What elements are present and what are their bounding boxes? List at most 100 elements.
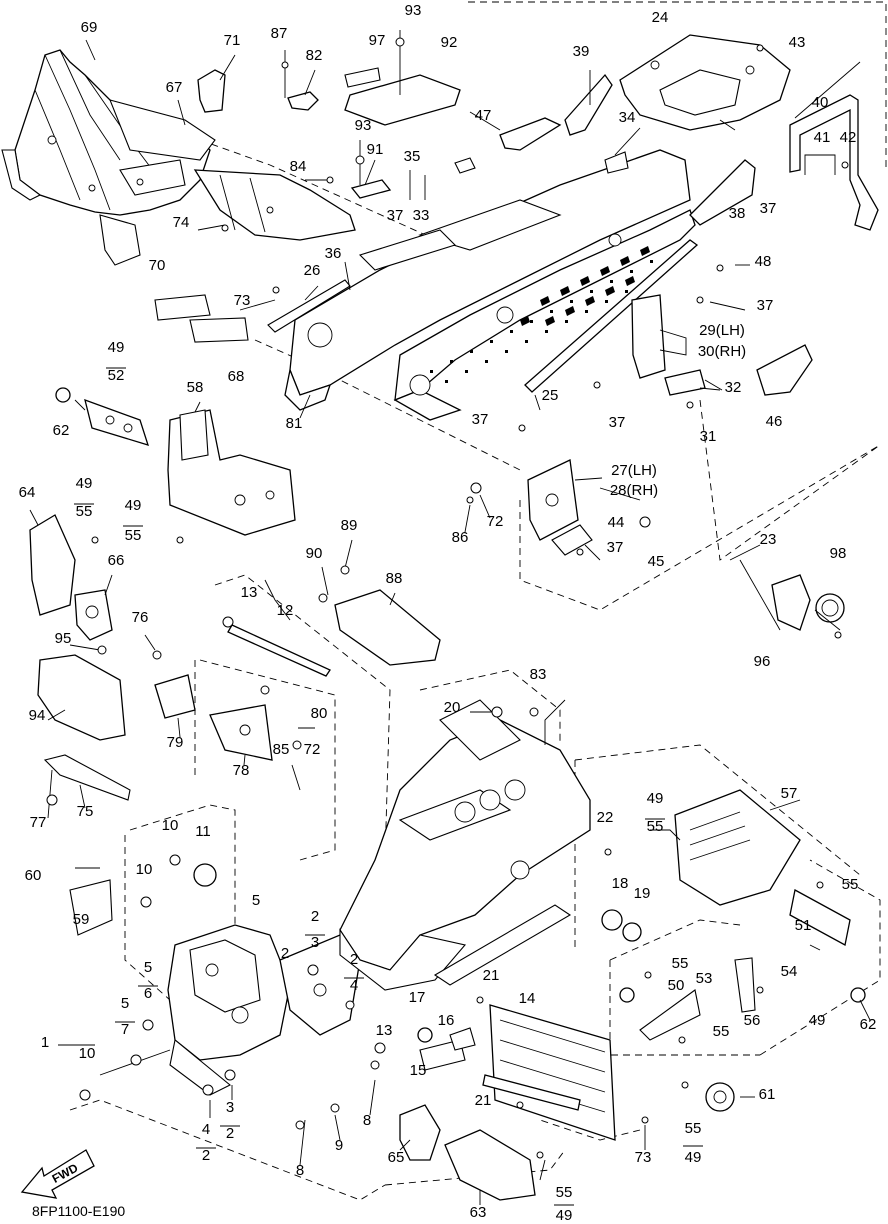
bracket-59 [69,879,113,936]
seal-18 [601,909,623,931]
callout-c46: 46 [766,413,783,430]
callout-c19: 19 [634,885,651,902]
callout-c86: 86 [452,529,469,546]
callout-c55h: 55 [713,1023,730,1040]
nut-50 [619,987,635,1003]
plate-97 [344,67,381,88]
callout-c5c: 5 [121,995,129,1012]
leader-lines [29,39,871,1205]
callout-c63: 63 [470,1204,487,1221]
callout-c73a: 73 [234,292,251,309]
callout-c3a: 3 [226,1099,234,1116]
callout-c55b: 55 [125,527,142,544]
callout-c68: 68 [228,368,245,385]
callout-c93b: 93 [355,117,372,134]
rear-bumper-24 [619,34,791,131]
bracket-29-30 [631,294,666,379]
bracket-34 [604,151,629,174]
callout-c49c: 49 [125,497,142,514]
callout-c55f: 55 [842,876,859,893]
bracket-82 [287,91,319,111]
callout-c94: 94 [29,707,46,724]
callout-c31: 31 [700,428,717,445]
callout-c97: 97 [369,32,386,49]
callout-c8b: 8 [363,1112,371,1129]
plate-88 [334,589,441,666]
callout-c62b: 62 [860,1016,877,1033]
callout-c59: 59 [73,911,90,928]
callout-c95: 95 [55,630,72,647]
callout-c49d: 49 [647,790,664,807]
bushing-17 [417,1027,433,1043]
callout-c83: 83 [530,666,547,683]
fasteners [46,37,849,1159]
callout-c62a: 62 [53,422,70,439]
callout-c56: 56 [744,1012,761,1029]
callout-c41: 41 [814,129,831,146]
callout-c37c: 37 [757,297,774,314]
shaft-12 [227,624,331,677]
callout-c77: 77 [30,814,47,831]
tunnel-rivet-pattern [430,246,653,383]
callout-c55a: 55 [76,503,93,520]
callout-c37a: 37 [387,207,404,224]
callout-c20: 20 [444,699,461,716]
callout-c37f: 37 [607,539,624,556]
callout-c65: 65 [388,1149,405,1166]
callout-c8a: 8 [296,1162,304,1179]
callout-c10c: 10 [162,817,179,834]
callout-c16: 16 [438,1012,455,1029]
pad-70 [154,294,211,321]
pad-68 [189,317,249,343]
callout-c78: 78 [233,762,250,779]
callout-c88: 88 [386,570,403,587]
callout-c64: 64 [19,484,36,501]
diagram-code: 8FP1100-E190 [32,1203,125,1219]
housing-63 [444,1129,536,1201]
bracket-32 [664,369,706,396]
callout-c75: 75 [77,803,94,820]
callout-c22: 22 [597,809,614,826]
callout-c27: 27(LH) [611,462,657,479]
front-suspension-frame [167,924,361,1096]
callout-c26: 26 [304,262,321,279]
callout-c55g: 55 [672,955,689,972]
bracket-44 [551,524,593,556]
steering-bracket-58 [167,409,296,536]
running-board-rail-25 [524,239,699,393]
callout-c92: 92 [441,34,458,51]
bracket-39 [564,73,613,136]
callout-c55d: 55 [685,1120,702,1137]
bracket-51 [789,889,851,946]
boss-11 [193,863,217,887]
plate-57 [674,789,801,906]
callout-c71: 71 [224,32,241,49]
callout-c49e: 49 [809,1012,826,1029]
bracket-52 [84,398,149,446]
callout-c2d: 2 [226,1125,234,1142]
callout-c30: 30(RH) [698,343,746,360]
callout-c2c: 2 [350,951,358,968]
callout-c54: 54 [781,963,798,980]
callout-c50: 50 [668,977,685,994]
callout-c79: 79 [167,734,184,751]
callout-c49g: 49 [556,1207,573,1224]
callout-c43: 43 [789,34,806,51]
callout-c87: 87 [271,25,288,42]
callout-c25: 25 [542,387,559,404]
callout-c40: 40 [812,94,829,111]
upper-frame-tunnel [284,149,696,421]
callout-c28: 28(RH) [610,482,658,499]
callout-c10b: 10 [136,861,153,878]
callout-c93a: 93 [405,2,422,19]
callout-c49f: 49 [685,1149,702,1166]
callout-c2a: 2 [281,945,289,962]
bracket-96 [771,574,811,631]
callout-c42: 42 [840,129,857,146]
callout-c73b: 73 [635,1149,652,1166]
callout-c13a: 13 [241,584,258,601]
callout-c14: 14 [519,990,536,1007]
callout-c74: 74 [173,214,190,231]
bracket-53 [639,989,701,1041]
